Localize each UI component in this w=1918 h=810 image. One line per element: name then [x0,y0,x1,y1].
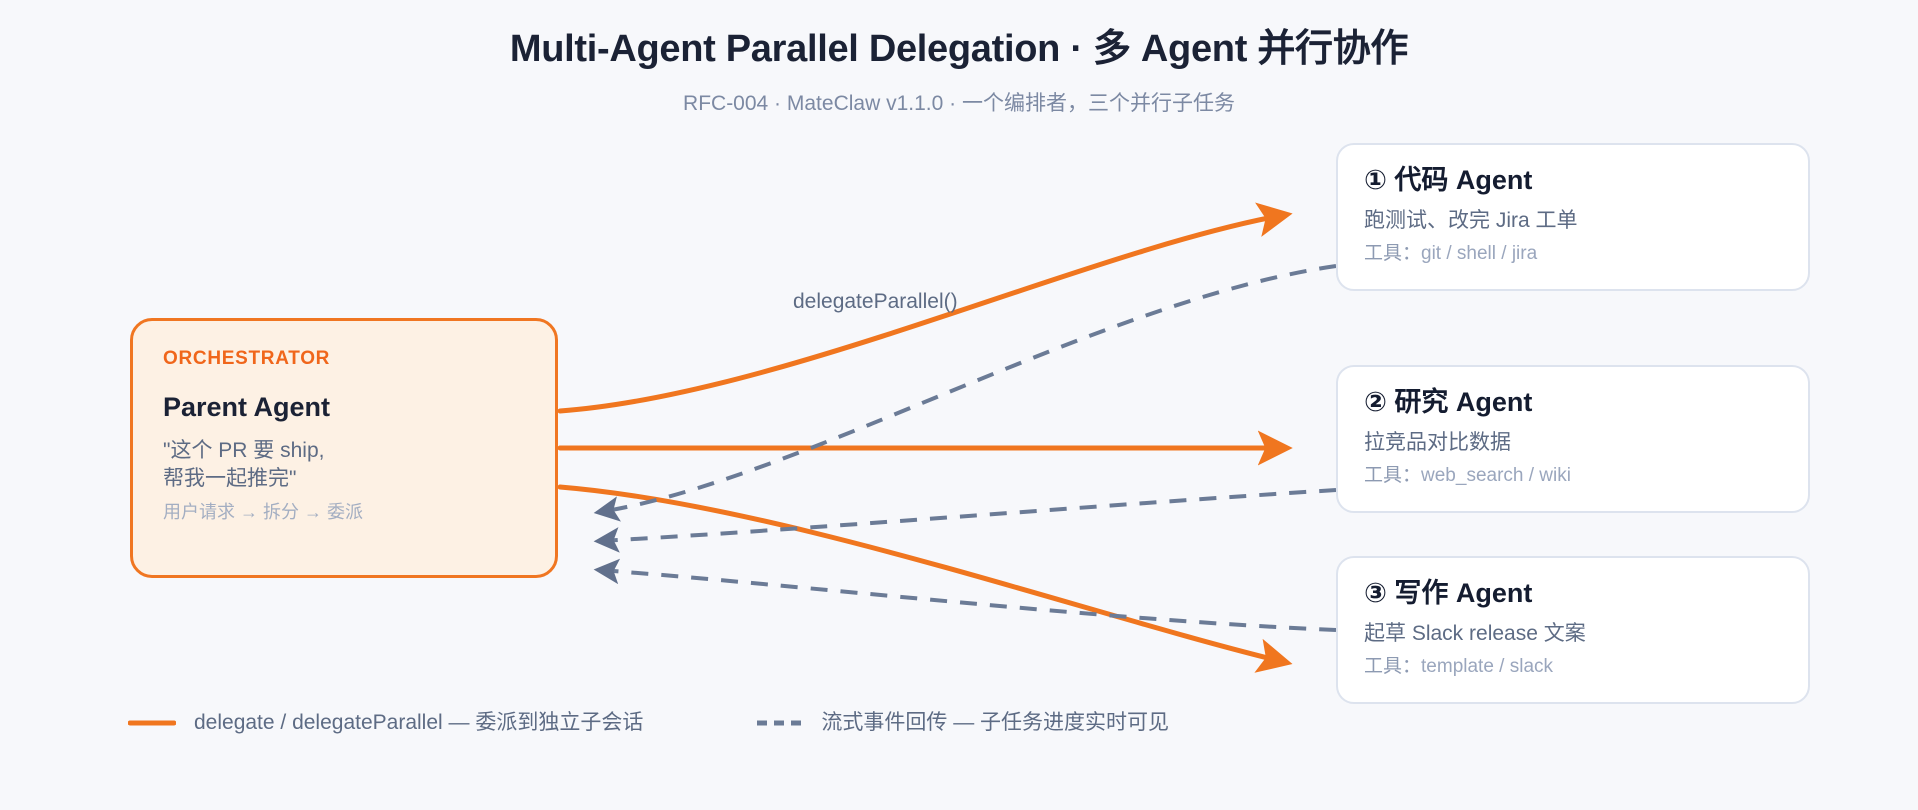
agent-card-title: ② 研究 Agent [1364,387,1533,417]
edge-stream-agent-1 [593,264,1337,522]
legend-item-stream: 流式事件回传 — 子任务进度实时可见 [755,712,1169,733]
agent-card-research[interactable]: ② 研究 Agent 拉竞品对比数据 工具：web_search / wiki [1336,365,1810,514]
legend-item-delegate: delegate / delegateParallel — 委派到独立子会话 [128,712,643,733]
page-title: Multi-Agent Parallel Delegation · 多 Agen… [509,28,1409,70]
orchestrator-title: Parent Agent [163,392,331,422]
page-subtitle: RFC-004 · MateClaw v1.1.0 · 一个编排者，三个并行子任… [683,91,1235,115]
agent-card-tools: 工具：git / shell / jira [1364,242,1782,267]
edge-delegate-agent-3 [557,484,1293,673]
edge-stream-agent-2 [593,488,1337,553]
agent-card-tools-value: web_search / wiki [1421,465,1571,487]
legend-label: delegate / delegateParallel — 委派到独立子会话 [194,711,644,734]
orchestrator-quote: "这个 PR 要 ship, 帮我一起推完" [163,438,325,491]
agent-card-title: ① 代码 Agent [1364,165,1533,195]
agent-card-description: 跑测试、改完 Jira 工单 [1364,209,1578,233]
agent-card-tools-label: 工具： [1364,465,1422,487]
agent-card-tools: 工具：web_search / wiki [1364,464,1782,489]
agent-card-tools-label: 工具： [1364,656,1422,678]
orchestrator-node[interactable]: ORCHESTRATOR Parent Agent "这个 PR 要 ship,… [130,318,558,578]
agent-card-code[interactable]: ① 代码 Agent 跑测试、改完 Jira 工单 工具：git / shell… [1336,143,1810,292]
agent-card-description: 起草 Slack release 文案 [1364,622,1586,646]
agent-card-description: 拉竞品对比数据 [1364,431,1511,455]
edge-label-delegate-parallel: delegateParallel() [793,290,958,313]
orchestrator-flow: 用户请求 → 拆分 → 委派 [163,502,364,523]
orchestrator-kicker: ORCHESTRATOR [163,348,331,369]
header: Multi-Agent Parallel Delegation · 多 Agen… [0,26,1918,117]
agent-card-writing[interactable]: ③ 写作 Agent 起草 Slack release 文案 工具：templa… [1336,556,1810,705]
edge-stream-agent-3 [593,558,1337,632]
agent-card-tools-value: git / shell / jira [1421,243,1538,265]
agent-card-tools-value: template / slack [1421,656,1554,678]
legend-label: 流式事件回传 — 子任务进度实时可见 [821,711,1170,734]
dashed-line-icon [757,720,802,725]
solid-line-icon [128,720,176,725]
legend: delegate / delegateParallel — 委派到独立子会话 流… [128,712,1169,733]
agent-card-tools: 工具：template / slack [1364,655,1782,680]
agent-card-title: ③ 写作 Agent [1364,578,1533,608]
agent-card-tools-label: 工具： [1364,243,1422,265]
